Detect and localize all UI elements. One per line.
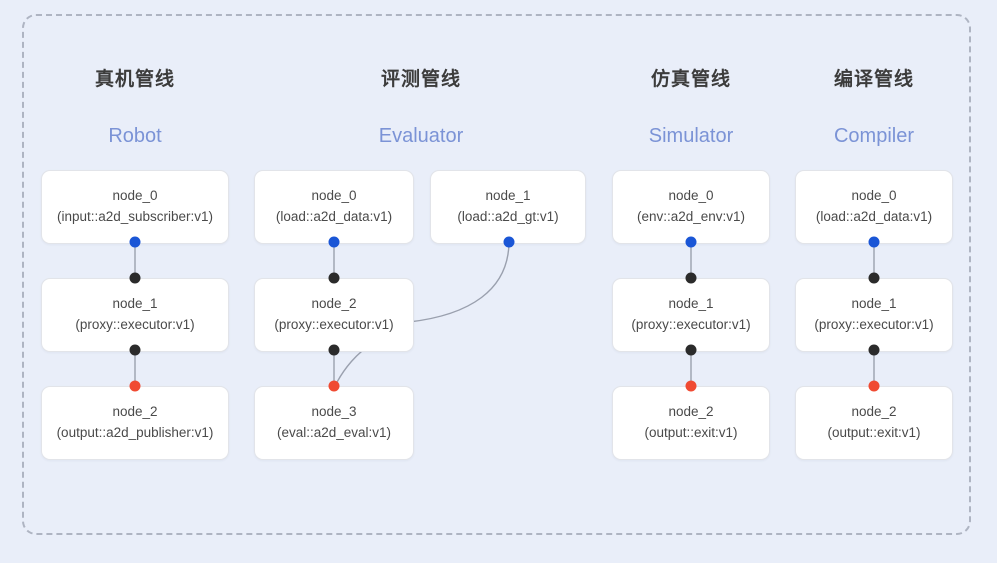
node-type: (proxy::executor:v1) (274, 317, 394, 332)
node-type: (load::a2d_data:v1) (275, 209, 393, 224)
node-type: (output::a2d_publisher:v1) (56, 425, 214, 440)
node-simulator-2[interactable]: node_2 (output::exit:v1) (612, 386, 770, 460)
port-input-evaluator-2[interactable] (328, 272, 340, 284)
node-type: (env::a2d_env:v1) (636, 209, 746, 224)
node-name: node_2 (851, 404, 897, 420)
column-title-robot: 真机管线 (94, 69, 175, 90)
node-name: node_2 (311, 296, 357, 312)
port-output-simulator-1[interactable] (685, 344, 697, 356)
port-input-robot-1[interactable] (129, 272, 141, 284)
node-robot-0[interactable]: node_0 (input::a2d_subscriber:v1) (41, 170, 229, 244)
port-input-compiler-2[interactable] (868, 380, 880, 392)
node-evaluator-0[interactable]: node_0 (load::a2d_data:v1) (254, 170, 414, 244)
port-output-compiler-1[interactable] (868, 344, 880, 356)
port-input-simulator-1[interactable] (685, 272, 697, 284)
column-title-compiler: 编译管线 (833, 69, 914, 90)
node-name: node_1 (112, 296, 158, 312)
port-input-robot-2[interactable] (129, 380, 141, 392)
column-subtitle-evaluator: Evaluator (378, 125, 464, 147)
column-subtitle-robot: Robot (108, 125, 162, 147)
node-type: (proxy::executor:v1) (814, 317, 934, 332)
node-name: node_2 (668, 404, 714, 420)
node-type: (load::a2d_data:v1) (815, 209, 933, 224)
node-compiler-1[interactable]: node_1 (proxy::executor:v1) (795, 278, 953, 352)
node-name: node_1 (851, 296, 897, 312)
port-output-compiler-0[interactable] (868, 236, 880, 248)
port-output-evaluator-0[interactable] (328, 236, 340, 248)
node-name: node_0 (311, 188, 357, 204)
port-input-compiler-1[interactable] (868, 272, 880, 284)
node-simulator-0[interactable]: node_0 (env::a2d_env:v1) (612, 170, 770, 244)
node-name: node_0 (668, 188, 714, 204)
port-input-evaluator-3[interactable] (328, 380, 340, 392)
node-compiler-0[interactable]: node_0 (load::a2d_data:v1) (795, 170, 953, 244)
node-simulator-1[interactable]: node_1 (proxy::executor:v1) (612, 278, 770, 352)
port-output-robot-0[interactable] (129, 236, 141, 248)
port-output-evaluator-1[interactable] (503, 236, 515, 248)
node-robot-2[interactable]: node_2 (output::a2d_publisher:v1) (41, 386, 229, 460)
node-type: (output::exit:v1) (644, 425, 738, 440)
port-output-robot-1[interactable] (129, 344, 141, 356)
node-name: node_0 (112, 188, 158, 204)
port-output-simulator-0[interactable] (685, 236, 697, 248)
node-type: (output::exit:v1) (827, 425, 921, 440)
column-subtitle-compiler: Compiler (833, 125, 915, 147)
node-type: (proxy::executor:v1) (631, 317, 751, 332)
port-output-evaluator-2[interactable] (328, 344, 340, 356)
node-robot-1[interactable]: node_1 (proxy::executor:v1) (41, 278, 229, 352)
node-type: (eval::a2d_eval:v1) (276, 425, 392, 440)
column-title-evaluator: 评测管线 (380, 69, 461, 90)
port-input-simulator-2[interactable] (685, 380, 697, 392)
node-type: (input::a2d_subscriber:v1) (56, 209, 214, 224)
node-type: (proxy::executor:v1) (75, 317, 195, 332)
node-evaluator-2[interactable]: node_2 (proxy::executor:v1) (254, 278, 414, 352)
node-type: (load::a2d_gt:v1) (457, 209, 559, 224)
node-compiler-2[interactable]: node_2 (output::exit:v1) (795, 386, 953, 460)
node-name: node_1 (668, 296, 714, 312)
node-evaluator-1[interactable]: node_1 (load::a2d_gt:v1) (430, 170, 586, 244)
node-name: node_2 (112, 404, 158, 420)
column-title-simulator: 仿真管线 (650, 69, 731, 90)
node-name: node_3 (311, 404, 357, 420)
column-subtitle-simulator: Simulator (648, 125, 734, 147)
node-evaluator-3[interactable]: node_3 (eval::a2d_eval:v1) (254, 386, 414, 460)
node-name: node_0 (851, 188, 897, 204)
node-name: node_1 (485, 188, 531, 204)
